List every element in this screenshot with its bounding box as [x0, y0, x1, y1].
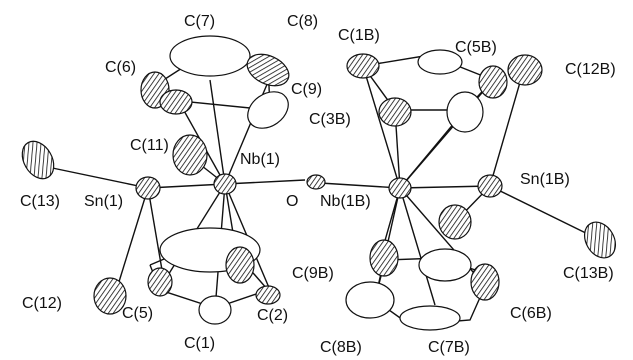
atom-c9b	[369, 239, 399, 277]
atom-c4	[225, 246, 255, 284]
label-nb1b: Nb(1B)	[320, 193, 371, 210]
atom-c12b	[507, 54, 543, 86]
label-c7b: C(7B)	[428, 339, 470, 356]
label-c9: C(9)	[291, 81, 322, 98]
atom-c10b	[418, 248, 472, 282]
label-c12b: C(12B)	[565, 61, 616, 78]
atom-c7	[169, 35, 251, 77]
bonds-left	[37, 49, 401, 311]
atom-c9	[247, 91, 289, 129]
atom-c13b	[583, 221, 617, 259]
atom-c2b	[446, 91, 484, 133]
atom-c8b	[345, 281, 395, 319]
label-c1b: C(1B)	[338, 27, 380, 44]
atom-c13	[21, 140, 55, 180]
label-nb1: Nb(1)	[240, 151, 280, 168]
atom-c12	[93, 277, 127, 315]
atom-c3b	[378, 97, 412, 127]
atom-c7b	[399, 305, 461, 331]
atoms-right	[345, 49, 617, 331]
label-c3b: C(3B)	[309, 111, 351, 128]
atom-sn1	[135, 176, 161, 200]
label-c2: C(2)	[257, 307, 288, 324]
label-c7: C(7)	[184, 13, 215, 30]
atom-c11	[172, 134, 208, 176]
label-c5b: C(5B)	[455, 39, 497, 56]
label-c8b: C(8B)	[320, 339, 362, 356]
label-o: O	[286, 193, 298, 210]
label-c12: C(12)	[22, 295, 62, 312]
label-c5: C(5)	[122, 305, 153, 322]
label-c13b: C(13B)	[563, 265, 614, 282]
atom-c2	[255, 285, 281, 305]
label-sn1: Sn(1)	[84, 193, 123, 210]
atom-c4b	[478, 65, 508, 99]
label-c11: C(11)	[130, 137, 169, 154]
atom-c10	[159, 89, 193, 115]
atom-nb1	[213, 173, 237, 195]
label-c8: C(8)	[287, 13, 318, 30]
atom-labels: C(7) C(8) C(1B) C(5B) C(6) C(9) C(12B) C…	[20, 13, 616, 356]
label-c13: C(13)	[20, 193, 60, 210]
atom-c11b	[438, 204, 472, 240]
atom-c8	[246, 53, 290, 87]
atom-sn1b	[477, 174, 503, 198]
atom-o	[306, 174, 326, 190]
label-c9b: C(9B)	[292, 265, 334, 282]
atoms-left	[21, 35, 326, 325]
label-c1: C(1)	[184, 335, 215, 352]
atom-c6b	[470, 263, 500, 301]
atom-c5b	[417, 49, 463, 75]
atom-nb1b	[388, 177, 412, 199]
label-c6b: C(6B)	[510, 305, 552, 322]
atom-c1	[198, 295, 232, 325]
atom-c1b	[346, 53, 380, 79]
atom-c5	[147, 267, 173, 297]
label-sn1b: Sn(1B)	[520, 171, 570, 188]
label-c6: C(6)	[105, 59, 136, 76]
